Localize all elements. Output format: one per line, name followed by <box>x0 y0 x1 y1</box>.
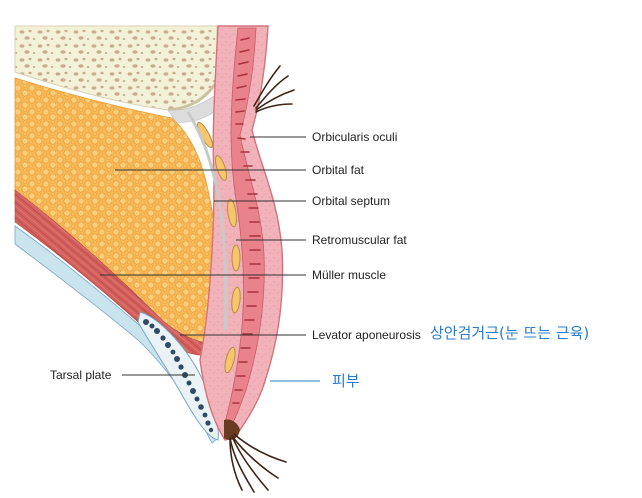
lower-lashes <box>229 433 287 493</box>
label-muller-muscle: Müller muscle <box>312 268 387 282</box>
label-tarsal-plate: Tarsal plate <box>50 368 112 382</box>
annotation-skin-korean: 피부 <box>332 372 360 390</box>
conjunctiva <box>14 225 219 444</box>
label-orbicularis-oculi: Orbicularis oculi <box>312 130 398 144</box>
label-orbital-fat: Orbital fat <box>312 163 365 177</box>
upper-lashes <box>253 65 295 113</box>
orbicularis-strip <box>223 27 265 429</box>
orbicularis-fibers <box>232 37 261 404</box>
orbital-septum-line <box>186 111 228 331</box>
label-orbital-septum: Orbital septum <box>312 194 391 208</box>
tarsal-glands <box>143 319 214 433</box>
annotation-levator-korean: 상안검거근(눈 뜨는 근육) <box>430 324 590 342</box>
label-retromuscular-fat: Retromuscular fat <box>312 233 407 247</box>
label-levator-aponeurosis: Levator aponeurosis <box>312 328 421 342</box>
leader-lines <box>100 136 306 376</box>
tarsal-plate <box>137 311 219 441</box>
retromuscular-fat-pockets <box>197 121 241 374</box>
